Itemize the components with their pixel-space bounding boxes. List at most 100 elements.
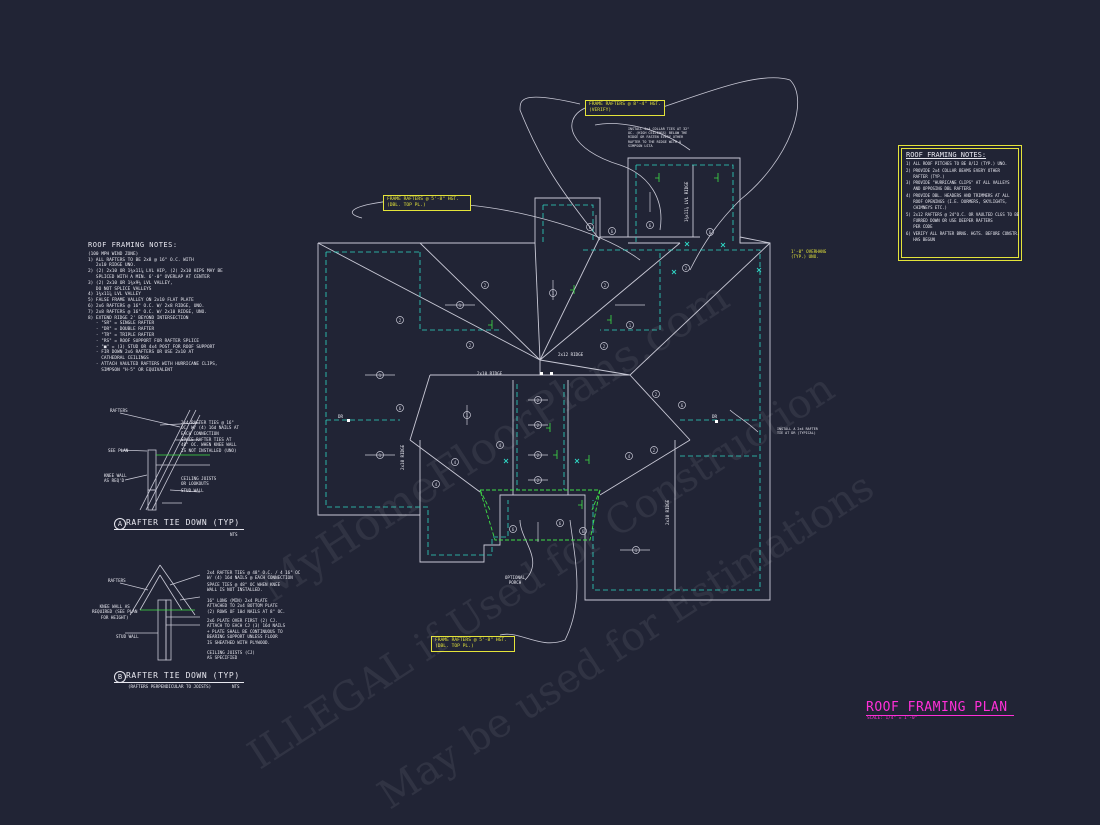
detail-a-knee-wall-label: KNEE WALL AS REQ'D bbox=[104, 473, 127, 484]
svg-text:6: 6 bbox=[709, 230, 712, 235]
svg-text:2: 2 bbox=[685, 266, 688, 271]
lvl-ridge-label: 1¾x11⅞ LVL RIDGE bbox=[684, 181, 689, 222]
notes-right-heading: ROOF FRAMING NOTES: bbox=[906, 151, 987, 159]
detail-b-nts: NTS bbox=[232, 684, 240, 689]
roof-framing-notes-right: ROOF FRAMING NOTES: 1) ALL ROOF PITCHES … bbox=[898, 145, 1022, 261]
svg-text:6: 6 bbox=[611, 229, 614, 234]
notes-right-line: 4) PROVIDE DBL. HEADERS AND TRIMMERS AT … bbox=[906, 192, 1010, 198]
svg-text:6: 6 bbox=[681, 403, 684, 408]
detail-b-rafters-label: RAFTERS bbox=[108, 578, 126, 583]
notes-left-line: (100 MPH WIND ZONE) bbox=[88, 251, 139, 257]
svg-text:2: 2 bbox=[653, 448, 656, 453]
notes-right-line: 2) PROVIDE 2x4 COLLAR BEAMS EVERY OTHER bbox=[906, 167, 1000, 173]
optional-porch-label: OPTIONAL PORCH bbox=[504, 575, 526, 586]
detail-a-stud-label: STUD WALL bbox=[181, 488, 204, 493]
frame-rafters-tag-84: FRAME RAFTERS @ 8'-4" HGT. (VERIFY) bbox=[585, 100, 665, 116]
svg-text:1: 1 bbox=[629, 323, 632, 328]
notes-right-line: 1) ALL ROOF PITCHES TO BE 8/12 (TYP.) UN… bbox=[906, 161, 1008, 167]
ridge-label-left: 2x10 RIDGE bbox=[400, 444, 405, 470]
svg-text:1: 1 bbox=[552, 291, 555, 296]
notes-right-list: 1) ALL ROOF PITCHES TO BE 8/12 (TYP.) UN… bbox=[906, 161, 1020, 243]
detail-b-drawing bbox=[119, 564, 201, 661]
svg-text:6: 6 bbox=[582, 529, 585, 534]
detail-a-ties-note: 2x4 RAFTER TIES @ 16" OC. W/ (4) 16d NAI… bbox=[181, 420, 239, 436]
notes-left-line: - "TR" = TRIPLE RAFTER bbox=[88, 332, 155, 338]
svg-text:2: 2 bbox=[537, 398, 540, 403]
svg-text:2: 2 bbox=[537, 453, 540, 458]
roof-outline bbox=[317, 157, 771, 601]
notes-left-line: - "RS" = ROOF SUPPORT FOR RAFTER SPLICE bbox=[88, 338, 200, 344]
notes-right-line: RAFTER (TYP.) bbox=[906, 173, 945, 179]
detail-a-ceiling-label: CEILING JOISTS OR LOOKOUTS bbox=[181, 476, 217, 487]
hurricane-clip-marks bbox=[488, 173, 719, 509]
svg-text:4: 4 bbox=[435, 482, 438, 487]
notes-right-line: 6) VERIFY ALL RAFTER BRNG. HGTS. BEFORE … bbox=[906, 230, 1020, 236]
detail-a-nts: NTS bbox=[230, 532, 238, 537]
roof-support-posts bbox=[347, 372, 718, 423]
double-rafter-label-left: DR bbox=[338, 414, 344, 419]
notes-right-line: ROOF OPENINGS (I.E. DORMERS, SKYLIGHTS, bbox=[906, 199, 1008, 205]
detail-a-rafters-label: RAFTERS bbox=[110, 408, 128, 413]
notes-left-line: 1) ALL RAFTERS TO BE 2x8 @ 16" O.C. WITH bbox=[88, 257, 194, 263]
detail-b-plate-note: 16" LONG (MIN) 2x4 PLATE ATTACHED TO 2x4… bbox=[207, 598, 286, 614]
detail-b-knee-wall-label: KNEE WALL AS REQUIRED (SEE PLAN FOR HEIG… bbox=[92, 604, 138, 620]
dashed-wall-lines bbox=[325, 164, 761, 591]
svg-text:2: 2 bbox=[484, 283, 487, 288]
svg-text:4: 4 bbox=[454, 460, 457, 465]
detail-b-stud-label: STUD WALL bbox=[116, 634, 139, 639]
rafter-tie-note: INSTALL A 2x4 RAFTER TIE AT DR (TYPICAL) bbox=[777, 427, 818, 436]
detail-b-plate-note-2: 2x6 PLATE OVER FIRST (2) CJ. ATTACH TO E… bbox=[207, 618, 286, 645]
svg-text:6: 6 bbox=[399, 406, 402, 411]
notes-left-line: DO NOT SPLICE VALLEYS bbox=[88, 286, 152, 292]
detail-a-space-note: SPACE RAFTER TIES AT 48" OC. WHEN KNEE W… bbox=[181, 437, 237, 453]
notes-right-line: 5) 2x12 RAFTERS @ 24"O.C. OR VAULTED CLG… bbox=[906, 211, 1020, 217]
detail-a-drawing bbox=[119, 409, 210, 511]
svg-text:1: 1 bbox=[635, 548, 638, 553]
svg-text:1: 1 bbox=[466, 413, 469, 418]
notes-left-line: 7) 2x8 RAFTERS @ 16" O.C. W/ 2x10 RIDGE,… bbox=[88, 309, 207, 315]
notes-right-line: FURRED DOWN OR USE DEEPER RAFTERS bbox=[906, 217, 993, 223]
svg-text:6: 6 bbox=[559, 521, 562, 526]
notes-right-line: 3) PROVIDE "HURRICANE CLIPS" AT ALL VALL… bbox=[906, 180, 1010, 186]
notes-left-line: CATHEDRAL CEILINGS bbox=[88, 356, 149, 362]
frame-rafters-tag-58-top: FRAME RAFTERS @ 5'-8" HGT. (DBL. TOP PL.… bbox=[383, 195, 471, 211]
detail-b-title: RAFTER TIE DOWN (TYP) bbox=[126, 671, 240, 680]
svg-text:2: 2 bbox=[537, 423, 540, 428]
notes-left-line: - "■" = (3) STUD OR 4x4 POST FOR ROOF SU… bbox=[88, 344, 215, 350]
svg-text:4: 4 bbox=[499, 443, 502, 448]
notes-left-line: 2x10 RIDGE UNO. bbox=[88, 263, 136, 269]
double-rafter-label-right: DR bbox=[712, 414, 718, 419]
svg-text:6: 6 bbox=[649, 223, 652, 228]
notes-right-line: AND OPPOSING DBL RAFTERS bbox=[906, 186, 972, 192]
svg-text:4: 4 bbox=[628, 454, 631, 459]
notes-left-line: 2) (2) 2x10 OR 1¾x11⅞ LVL HIP, (2) 2x10 … bbox=[88, 269, 223, 275]
notes-right-line: PER CODE bbox=[906, 224, 933, 230]
notes-left-line: 6) 2x6 RAFTERS @ 16" O.C. W/ 2x8 RIDGE, … bbox=[88, 303, 205, 309]
optional-porch-outline bbox=[479, 489, 601, 541]
notes-right-line: CHIMNEYS ETC.) bbox=[906, 205, 947, 211]
rafter-direction-arrows bbox=[365, 192, 651, 551]
ridge-label-upper: 2x12 RIDGE bbox=[558, 352, 584, 357]
notes-left-line: SPLICED WITH A MIN. 6'-0" OVERLAP AT CEN… bbox=[88, 274, 210, 280]
arrow-callouts: 1 1 1 1 1 2 2 2 2 bbox=[376, 289, 640, 554]
notes-left-line: SIMPSON "H-5" OR EQUIVALENT bbox=[88, 367, 173, 373]
notes-left-line: - ATTACH VAULTED RAFTERS WITH HURRICANE … bbox=[88, 361, 218, 367]
notes-left-heading: ROOF FRAMING NOTES: bbox=[88, 241, 178, 249]
svg-text:1: 1 bbox=[379, 373, 382, 378]
notes-left-list: (100 MPH WIND ZONE)1) ALL RAFTERS TO BE … bbox=[88, 252, 268, 374]
detail-b-space-note: SPACE TIES @ 48" OC WHEN KNEE WALL IS NO… bbox=[207, 582, 281, 593]
overhang-note: 1'-0" OVERHANG (TYP.) UNO. bbox=[791, 249, 827, 260]
detail-a-see-plan-label: SEE PLAN bbox=[108, 448, 129, 453]
sheet-title: ROOF FRAMING PLAN bbox=[866, 700, 1008, 715]
svg-text:2: 2 bbox=[655, 392, 658, 397]
leader-lines bbox=[351, 77, 798, 644]
notes-left-line: - FIR DOWN 2x6 RAFTERS OR USE 2x10 AT bbox=[88, 350, 194, 356]
svg-text:2: 2 bbox=[469, 343, 472, 348]
svg-text:1: 1 bbox=[379, 453, 382, 458]
notes-left-line: 3) (2) 2x10 OR 1¾x9¼ LVL VALLEY, bbox=[88, 280, 173, 286]
frame-rafters-tag-58-bottom: FRAME RAFTERS @ 5'-8" HGT. (DBL. TOP PL.… bbox=[431, 636, 515, 652]
notes-left-line: 5) FALSE FRAME VALLEY ON 2x10 FLAT PLATE bbox=[88, 298, 194, 304]
